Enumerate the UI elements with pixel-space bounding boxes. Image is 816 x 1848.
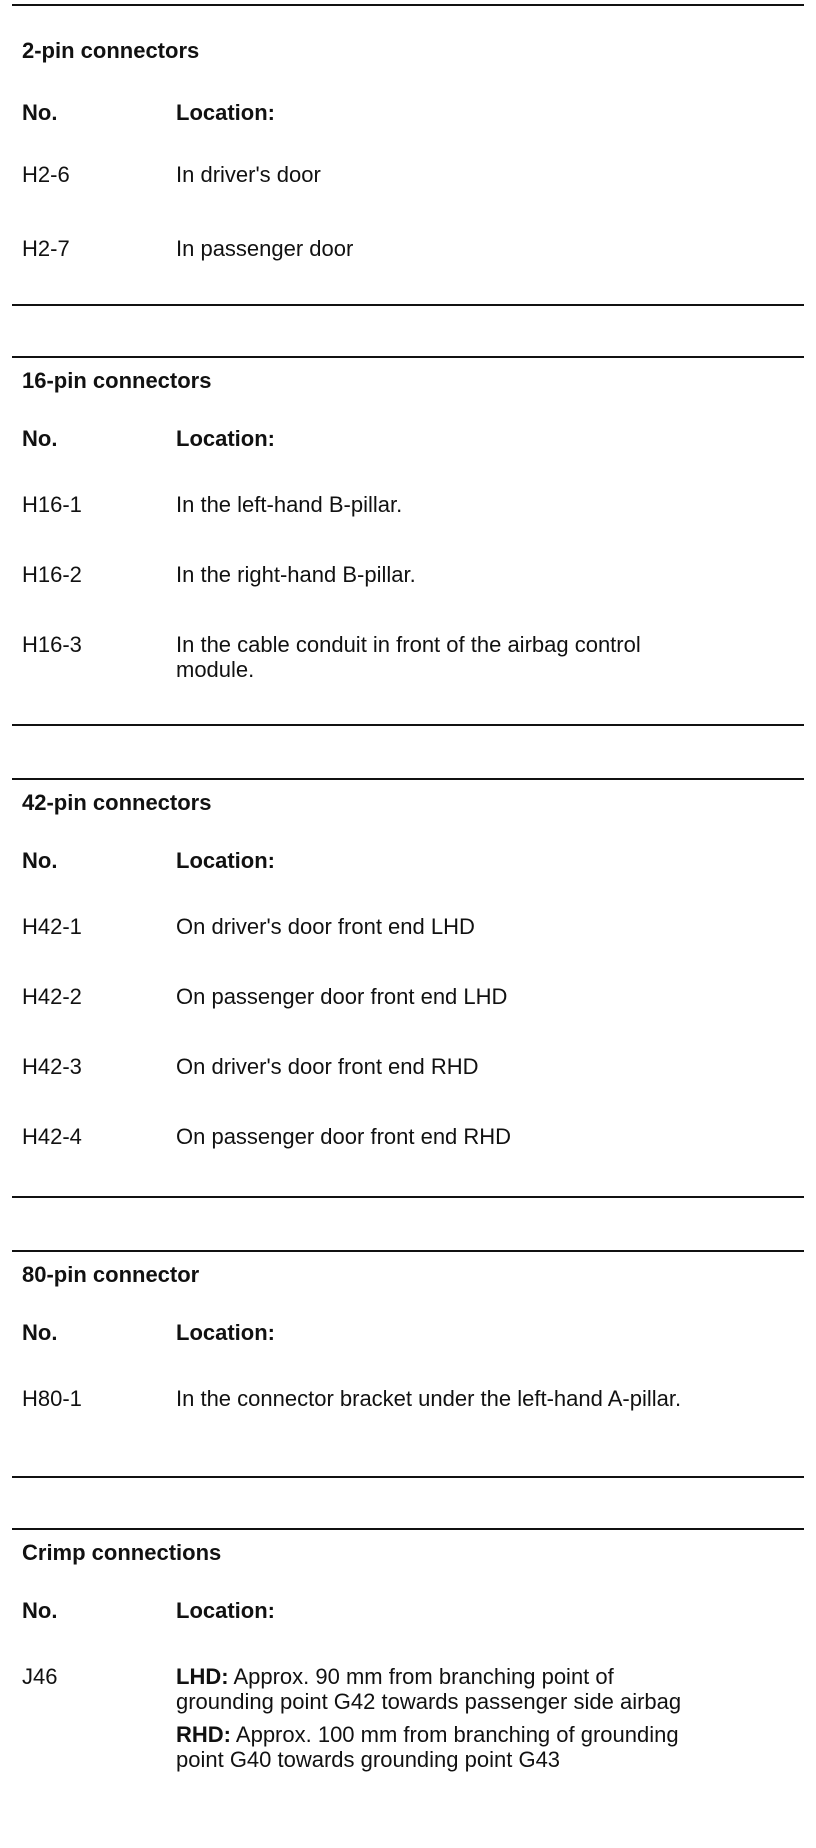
connector-location: In the cable conduit in front of the air… [176, 632, 641, 682]
connector-number: H16-1 [22, 492, 82, 517]
connector-number: H80-1 [22, 1386, 82, 1411]
connector-location: On passenger door front end LHD [176, 984, 508, 1009]
section-42-pin-connectors: 42-pin connectors No. Location: H42-1 On… [12, 778, 804, 1198]
connector-location: In the left-hand B-pillar. [176, 492, 403, 517]
column-header-no: No. [22, 848, 58, 873]
connector-number: H42-4 [22, 1124, 82, 1149]
section-heading: 16-pin connectors [22, 368, 212, 393]
column-header-location: Location: [176, 100, 275, 125]
section-bottom-rule [12, 304, 804, 306]
column-header-location: Location: [176, 426, 275, 451]
section-heading: Crimp connections [22, 1540, 222, 1565]
column-header-no: No. [22, 426, 58, 451]
section-16-pin-connectors: 16-pin connectors No. Location: H16-1 In… [12, 356, 804, 726]
connector-number: H2-7 [22, 236, 70, 261]
rhd-label: RHD: [176, 1722, 231, 1747]
section-top-rule [12, 778, 804, 780]
connector-location: On driver's door front end RHD [176, 1054, 479, 1079]
column-header-location: Location: [176, 1320, 275, 1345]
rhd-location-note: RHD: Approx. 100 mm from branching of gr… [176, 1722, 716, 1772]
connector-number: H42-1 [22, 914, 82, 939]
column-header-no: No. [22, 1598, 58, 1623]
column-header-location: Location: [176, 848, 275, 873]
section-2-pin-connectors: 2-pin connectors No. Location: H2-6 In d… [12, 4, 804, 306]
section-bottom-rule [12, 1196, 804, 1198]
column-header-no: No. [22, 100, 58, 125]
section-heading: 2-pin connectors [22, 38, 200, 63]
section-top-rule [12, 4, 804, 6]
connector-number: H42-2 [22, 984, 82, 1009]
section-top-rule [12, 1528, 804, 1530]
section-heading: 80-pin connector [22, 1262, 200, 1287]
connector-number: H2-6 [22, 162, 70, 187]
lhd-label: LHD: [176, 1664, 229, 1689]
connector-number: H42-3 [22, 1054, 82, 1079]
connector-location: On driver's door front end LHD [176, 914, 475, 939]
section-crimp-connections: Crimp connections No. Location: J46 LHD:… [12, 1528, 804, 1848]
connector-number: H16-3 [22, 632, 82, 657]
section-80-pin-connector: 80-pin connector No. Location: H80-1 In … [12, 1250, 804, 1490]
lhd-location-note: LHD: Approx. 90 mm from branching point … [176, 1664, 716, 1714]
connector-location: In the right-hand B-pillar. [176, 562, 416, 587]
connector-number: J46 [22, 1664, 58, 1689]
rhd-text: Approx. 100 mm from branching of groundi… [176, 1722, 679, 1772]
connector-location: In driver's door [176, 162, 321, 187]
section-bottom-rule [12, 724, 804, 726]
section-top-rule [12, 356, 804, 358]
column-header-no: No. [22, 1320, 58, 1345]
section-bottom-rule [12, 1476, 804, 1478]
connector-number: H16-2 [22, 562, 82, 587]
section-heading: 42-pin connectors [22, 790, 212, 815]
section-top-rule [12, 1250, 804, 1252]
connector-location: LHD: Approx. 90 mm from branching point … [176, 1664, 716, 1780]
connector-location: In passenger door [176, 236, 354, 261]
column-header-location: Location: [176, 1598, 275, 1623]
lhd-text: Approx. 90 mm from branching point of gr… [176, 1664, 682, 1714]
connector-location: In the connector bracket under the left-… [176, 1386, 682, 1411]
connector-location: On passenger door front end RHD [176, 1124, 512, 1149]
